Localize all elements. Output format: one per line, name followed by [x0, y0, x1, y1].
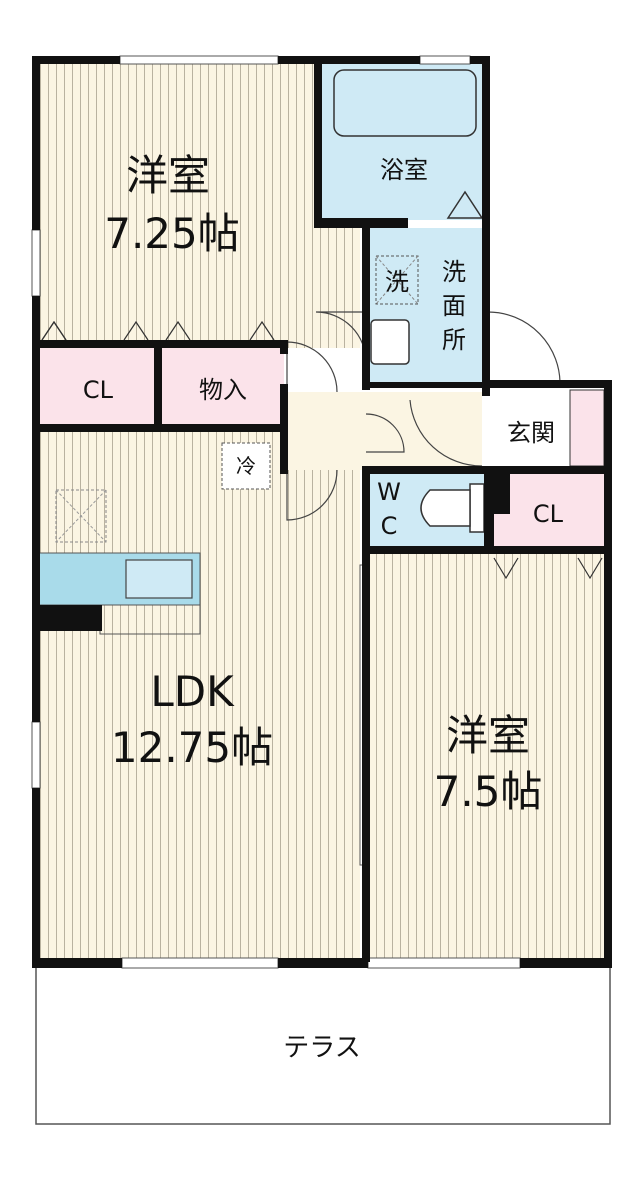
entrance-shoe-box: [569, 389, 605, 467]
toilet-tank: [469, 483, 485, 533]
storage-floor: [162, 347, 284, 425]
window-top: [119, 55, 279, 65]
ldk-name: LDK: [150, 667, 235, 716]
toilet-bowl: [420, 489, 471, 527]
hallway-floor: [287, 392, 482, 470]
door-swing-hall: [365, 413, 405, 453]
ldk-floor: [38, 428, 360, 962]
closet-2-label: CL: [533, 500, 564, 528]
fridge-space: [221, 442, 271, 490]
wash-basin: [370, 319, 410, 365]
washroom-label-1: 洗: [442, 258, 466, 286]
washroom-label-3: 所: [442, 326, 466, 354]
closet-1-label: CL: [83, 376, 114, 404]
bath-drain: [446, 190, 484, 219]
window-left-2: [31, 721, 41, 789]
terrace-label: テラス: [283, 1033, 360, 1063]
range-hood-cross-2: [55, 489, 107, 543]
western-room-1-name: 洋室: [126, 151, 210, 200]
closet-1-door-marks: [41, 320, 275, 341]
window-bath: [419, 55, 471, 65]
terrace-area: [35, 965, 611, 1125]
western-room-1-size: 7.25帖: [104, 209, 240, 258]
bath-label: 浴室: [380, 156, 428, 184]
window-bottom-2: [367, 957, 521, 969]
washroom-label-2: 面: [442, 292, 466, 320]
range-hood: [55, 489, 107, 543]
wc-label-2: C: [381, 512, 398, 540]
storage-label: 物入: [199, 376, 247, 404]
bathtub: [333, 69, 477, 137]
door-swing-entrance: [409, 399, 483, 467]
washer-label: 洗: [385, 268, 409, 296]
western-room-2-size: 7.5帖: [434, 767, 543, 816]
fridge-label: 冷: [236, 454, 256, 478]
entrance-label: 玄関: [507, 419, 555, 447]
closet-1-floor: [38, 347, 158, 425]
closet-2-floor: [494, 474, 606, 552]
washer-cross-2: [375, 255, 419, 305]
western-room-2-name: 洋室: [446, 711, 530, 760]
door-swing-ldk: [286, 469, 338, 521]
wc-label-1: W: [377, 478, 401, 506]
door-swing-washroom-2: [487, 311, 561, 387]
western-room-2-floor: [366, 553, 606, 962]
ldk-size: 12.75帖: [111, 723, 273, 772]
western-room-1-floor: [38, 60, 360, 348]
closet-2-door-marks: [493, 557, 603, 580]
walls: [32, 56, 612, 968]
door-swing-western1: [286, 341, 338, 393]
window-left-1: [31, 229, 41, 297]
window-bottom-1: [121, 957, 279, 969]
kitchen-sink: [125, 559, 193, 599]
